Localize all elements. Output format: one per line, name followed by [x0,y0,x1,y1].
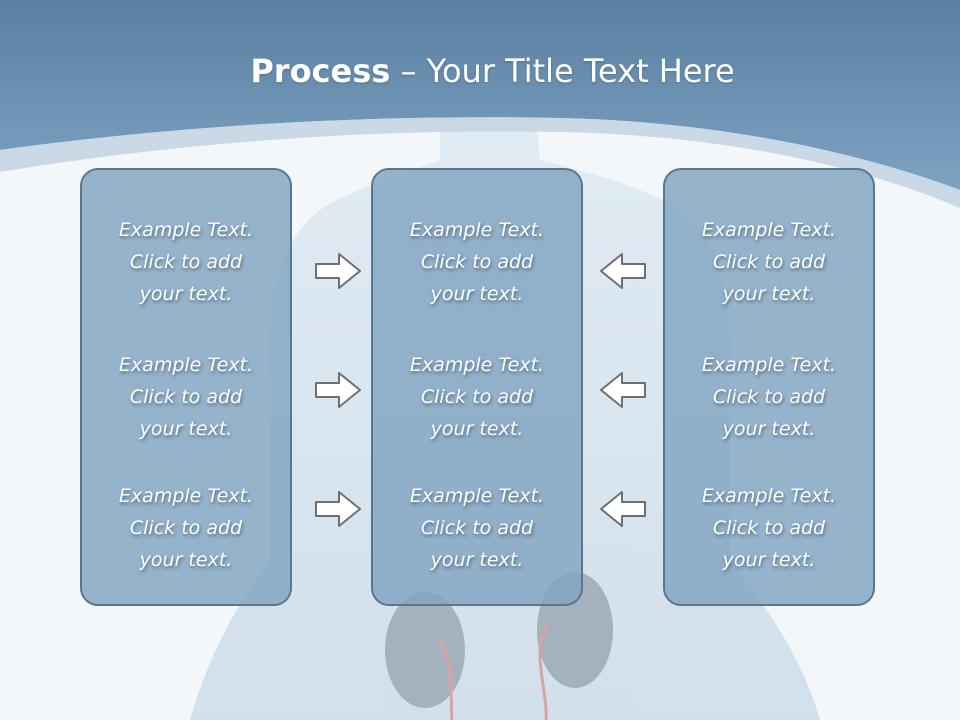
text-line: Example Text. [118,219,254,241]
text-line: your text. [139,283,233,305]
text-block[interactable]: Example Text. Click to add your text. [82,480,290,576]
text-line: Example Text. [409,219,545,241]
text-line: your text. [430,418,524,440]
text-line: Click to add [129,386,243,408]
text-block[interactable]: Example Text. Click to add your text. [373,480,581,576]
title-rest: – Your Title Text Here [390,52,735,90]
text-line: Example Text. [409,354,545,376]
left-arrow-icon[interactable] [597,489,647,529]
right-arrow-icon[interactable] [314,251,364,291]
text-line: Click to add [129,517,243,539]
title-banner [0,0,960,190]
process-box-left[interactable]: Example Text. Click to add your text. Ex… [80,168,292,606]
text-line: Click to add [129,251,243,273]
text-line: your text. [139,418,233,440]
text-line: your text. [430,549,524,571]
text-line: Example Text. [701,219,837,241]
text-line: your text. [722,418,816,440]
text-line: your text. [722,549,816,571]
text-block[interactable]: Example Text. Click to add your text. [665,480,873,576]
text-line: Click to add [712,386,826,408]
text-block[interactable]: Example Text. Click to add your text. [665,214,873,310]
left-arrow-icon[interactable] [597,251,647,291]
text-line: Click to add [712,251,826,273]
text-block[interactable]: Example Text. Click to add your text. [82,349,290,445]
page-title[interactable]: Process – Your Title Text Here [0,52,960,90]
process-box-right[interactable]: Example Text. Click to add your text. Ex… [663,168,875,606]
text-block[interactable]: Example Text. Click to add your text. [665,349,873,445]
text-line: Click to add [420,386,534,408]
text-line: your text. [139,549,233,571]
process-box-center[interactable]: Example Text. Click to add your text. Ex… [371,168,583,606]
text-block[interactable]: Example Text. Click to add your text. [82,214,290,310]
text-line: Example Text. [409,485,545,507]
text-line: Click to add [420,517,534,539]
right-arrow-icon[interactable] [314,370,364,410]
text-line: your text. [722,283,816,305]
text-line: Example Text. [118,485,254,507]
text-line: Example Text. [118,354,254,376]
banner-swoosh [0,117,960,208]
title-bold: Process [250,52,391,90]
text-block[interactable]: Example Text. Click to add your text. [373,349,581,445]
text-block[interactable]: Example Text. Click to add your text. [373,214,581,310]
left-arrow-icon[interactable] [597,370,647,410]
text-line: Example Text. [701,354,837,376]
text-line: your text. [430,283,524,305]
text-line: Example Text. [701,485,837,507]
right-arrow-icon[interactable] [314,489,364,529]
text-line: Click to add [420,251,534,273]
text-line: Click to add [712,517,826,539]
